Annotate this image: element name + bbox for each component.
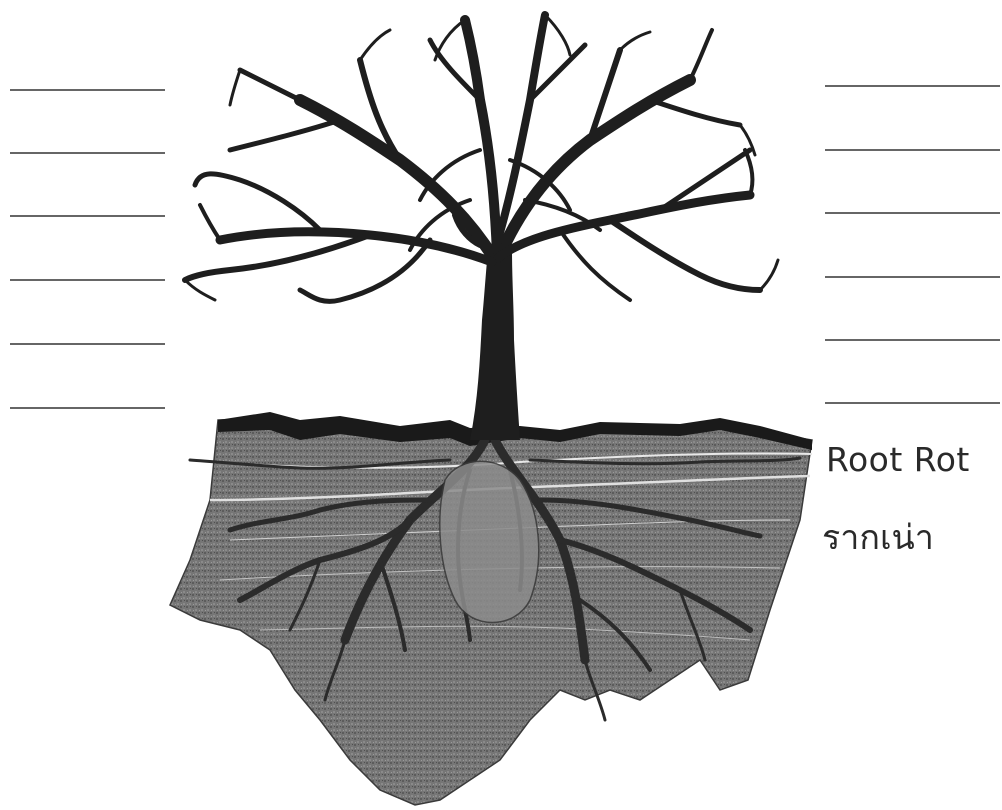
tree-trunk: [470, 250, 520, 440]
root-rot-label: Root Rot: [826, 440, 970, 479]
left-answer-lines: [10, 90, 165, 408]
right-answer-lines: [825, 86, 1000, 403]
tree-crown: [185, 15, 778, 301]
root-rot-thai-label: รากเน่า: [822, 510, 934, 564]
rot-zone: [440, 461, 539, 622]
